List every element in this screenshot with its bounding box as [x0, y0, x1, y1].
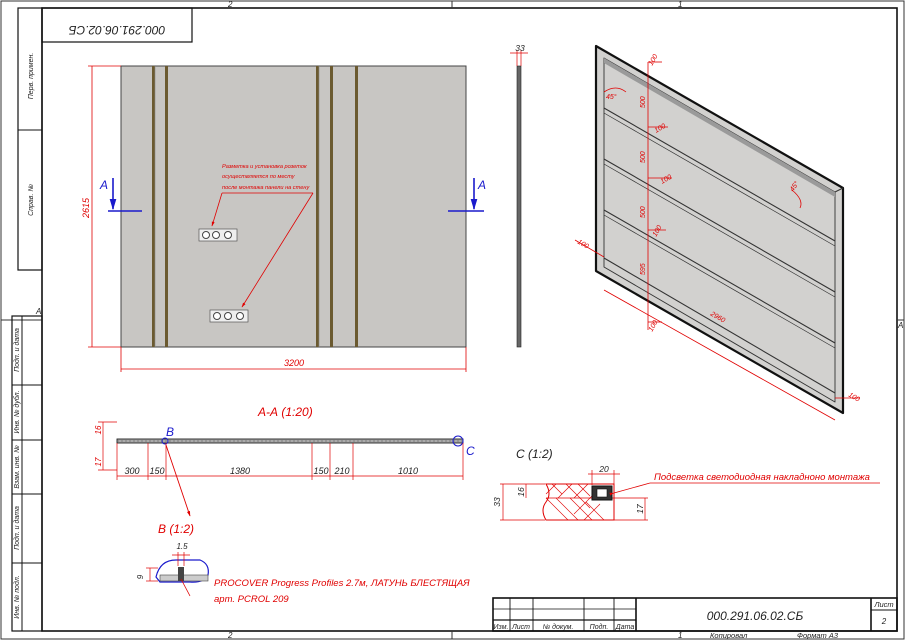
strip-vzam-inv: Взам. инв. №: [14, 445, 21, 489]
iso-view-panel: [594, 44, 845, 415]
iso-dim-500-b: 500: [640, 151, 647, 163]
section-mark-c: C: [466, 444, 475, 458]
side-thickness-label: 33: [515, 43, 525, 53]
iso-dim-100-c: 100: [660, 174, 674, 186]
front-note-line3: после монтажа панели на стену: [222, 185, 310, 191]
iso-dim-100-bottom: 100: [648, 319, 660, 333]
zone-bottom-right: 1: [678, 631, 682, 640]
section-aa-dim: 1380: [230, 466, 250, 476]
zone-bottom-left: 2: [227, 631, 233, 640]
front-dim-height: [88, 65, 121, 348]
detail-b-note-line1: PROCOVER Progress Profiles 2.7м, ЛАТУНЬ …: [214, 578, 470, 589]
section-marker-right: [448, 178, 484, 212]
detail-b-note-line2: арт. PCROL 209: [214, 594, 289, 605]
title-list-label: Лист: [873, 600, 893, 609]
strip-inv-dubl: Инв. № дубл.: [13, 390, 21, 433]
front-width-label: 3200: [284, 358, 304, 368]
title-col-list: Лист: [511, 624, 530, 631]
strip-podp-data-2: Подп. и дата: [13, 506, 21, 550]
iso-dimension-lines: [574, 61, 860, 421]
detail-c-profile: [500, 470, 880, 521]
socket-group-bottom: [209, 309, 249, 323]
front-height-label: 2615: [81, 197, 91, 219]
iso-dim-top: 100: [648, 53, 660, 67]
zone-side-left: A: [35, 307, 41, 316]
front-note-line2: осуществляется по месту: [222, 174, 296, 180]
title-copied: Копировал: [710, 631, 748, 640]
iso-dim-100-right: 100: [847, 392, 861, 404]
front-note-line1: Разметка и установка розеток: [222, 164, 307, 170]
title-list-num: 2: [881, 617, 887, 626]
detail-b-title: B (1:2): [158, 522, 194, 536]
side-view-panel: [510, 50, 528, 348]
section-aa-profile: [116, 435, 464, 447]
section-aa-dim: 150: [313, 466, 328, 476]
front-view-panel: [120, 65, 467, 348]
front-dim-width: [120, 347, 467, 372]
detail-c-dim-33: 33: [492, 497, 502, 507]
section-mark-b: B: [166, 425, 174, 439]
iso-dim-100-d: 100: [652, 224, 664, 238]
detail-b-dim-9: 9: [136, 574, 145, 579]
section-aa-dim: 300: [124, 466, 139, 476]
title-format: Формат А3: [797, 631, 839, 640]
section-aa-dim-16: 16: [94, 425, 103, 434]
front-note-leaders: [211, 192, 314, 308]
section-mark-right: A: [477, 178, 486, 192]
section-aa-title: А-А (1:20): [257, 405, 313, 419]
title-col-doc: № докум.: [543, 623, 574, 631]
detail-b-leader: [165, 444, 191, 517]
iso-dim-500-c: 500: [640, 206, 647, 218]
section-aa-horiz-dims: [116, 443, 464, 480]
strip-sprav: Справ. №: [28, 184, 35, 216]
zone-side-right: A: [897, 321, 903, 330]
section-aa-dim-17: 17: [94, 457, 103, 466]
iso-dim-100-b: 100: [654, 123, 668, 135]
detail-b-profile: [146, 552, 209, 597]
zone-top-left: 2: [227, 0, 233, 9]
section-aa-dim: 150: [149, 466, 164, 476]
zone-top-right: 1: [678, 0, 682, 9]
detail-c-dim-16: 16: [516, 487, 526, 497]
mirrored-code: 000.291.06.02.СБ: [69, 23, 166, 37]
section-aa-dim: 210: [333, 466, 349, 476]
detail-c-note: Подсветка светодиодная накладноно монтаж…: [654, 472, 870, 483]
socket-group-top: [198, 228, 238, 242]
mirrored-code-box: 000.291.06.02.СБ: [41, 7, 193, 43]
strip-podp-data-1: Подп. и дата: [13, 328, 21, 372]
iso-angle-a: 45°: [606, 93, 617, 101]
side-strip: [11, 7, 43, 632]
detail-c-title: C (1:2): [516, 447, 553, 461]
title-col-podp: Подп.: [590, 623, 609, 631]
title-block: [492, 597, 898, 632]
detail-b-dim-15: 1.5: [176, 542, 188, 551]
section-aa-dim-labels: 300 150 1380 150 210 1010: [124, 466, 418, 476]
strip-inv-podl: Инв. № подл.: [13, 575, 21, 618]
section-aa-dim: 1010: [398, 466, 418, 476]
iso-dim-595: 595: [640, 263, 647, 275]
section-aa-vert-dims: [98, 421, 117, 471]
iso-dim-100-left: 100: [576, 239, 590, 251]
detail-c-dim-20: 20: [598, 464, 609, 474]
title-col-data: Дата: [615, 624, 635, 631]
detail-c-dim-17: 17: [635, 504, 645, 514]
strip-perv-primen: Перв. примен.: [28, 53, 35, 100]
iso-dim-500-a: 500: [640, 96, 647, 108]
section-marker-left: [108, 178, 142, 212]
section-mark-left: A: [99, 178, 108, 192]
title-code: 000.291.06.02.СБ: [707, 609, 804, 623]
title-col-izm: Изм.: [494, 624, 509, 631]
